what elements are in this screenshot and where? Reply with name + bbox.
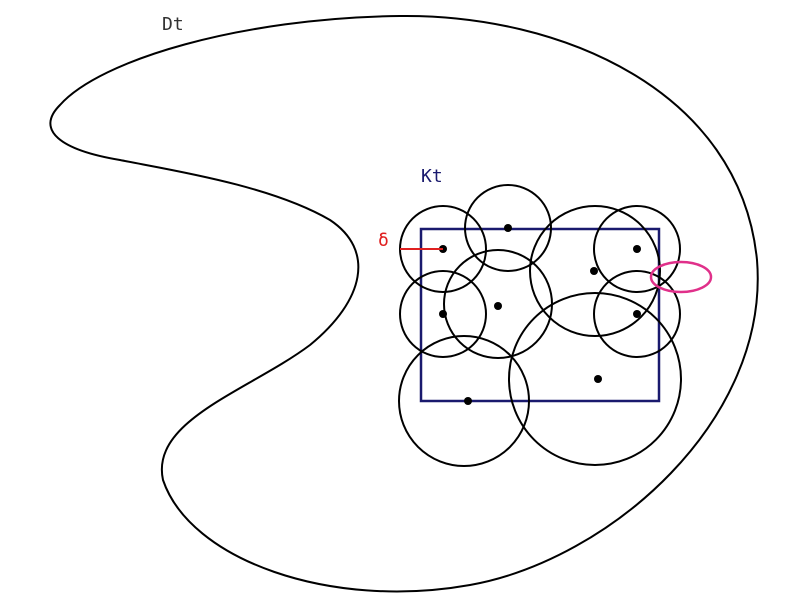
cover-circle [508,292,682,466]
center-point [494,302,502,310]
delta-label: δ [378,230,389,251]
center-point [594,375,602,383]
outer-domain-curve [49,14,759,593]
outer-domain-label: Dt [162,14,184,35]
highlight-ellipse [649,260,713,294]
cover-circle [399,270,487,358]
cover-circle [529,205,661,337]
cover-circle [593,270,681,358]
covering-circles [398,184,682,467]
cover-circle [398,335,530,467]
cover-circle [464,184,552,272]
compact-set-rect [419,227,661,403]
center-point [633,310,641,318]
cover-circle [593,205,681,293]
compact-set-label: Kt [421,166,443,187]
center-point [633,245,641,253]
center-point [504,224,512,232]
center-point [464,397,472,405]
center-point [590,267,598,275]
circle-centers [439,224,641,405]
center-point [439,310,447,318]
